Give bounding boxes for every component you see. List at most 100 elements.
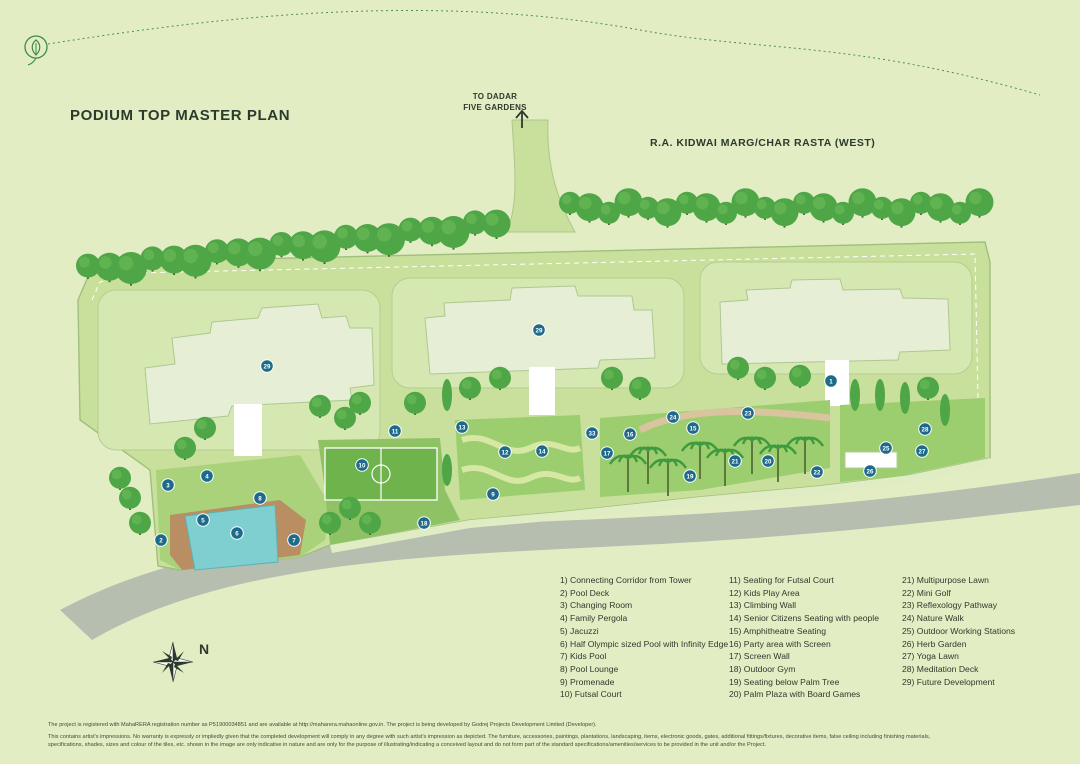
cypress-tree-icon	[442, 379, 452, 411]
amenity-marker-20: 20	[761, 454, 775, 468]
amenity-marker-7: 7	[287, 533, 301, 547]
tree-icon	[809, 193, 838, 223]
amenity-marker-9: 9	[486, 487, 500, 501]
tree-icon	[917, 376, 939, 400]
legend-item: 14) Senior Citizens Seating with people	[729, 613, 880, 624]
amenity-marker-label: 1	[829, 378, 833, 385]
leaf-icon	[24, 35, 48, 66]
legend-item: 26) Herb Garden	[902, 638, 967, 649]
tree-icon	[793, 191, 815, 215]
tree-icon	[459, 376, 481, 400]
tree-icon	[489, 366, 511, 390]
tree-icon	[109, 466, 131, 490]
amenity-marker-17: 17	[600, 446, 614, 460]
amenity-marker-label: 17	[604, 450, 611, 457]
legend-column-2: 11) Seating for Futsal Court 12) Kids Pl…	[729, 574, 879, 701]
amenity-marker-33: 33	[585, 426, 599, 440]
legend-item: 9) Promenade	[560, 676, 615, 687]
tree-icon	[205, 239, 229, 265]
legend-item: 15) Amphitheatre Seating	[729, 625, 826, 636]
amenity-marker-label: 19	[687, 473, 694, 480]
tree-icon	[715, 201, 737, 225]
approach-path	[505, 119, 576, 233]
amenity-marker-label: 21	[732, 458, 739, 465]
tree-icon	[598, 201, 620, 225]
tree-icon	[575, 193, 604, 223]
amenity-marker-label: 12	[502, 449, 509, 456]
legend-item: 28) Meditation Deck	[902, 663, 979, 674]
amenity-marker-5: 5	[196, 513, 210, 527]
disclaimer-line-2: This contains artist's impressions. No w…	[48, 734, 931, 740]
compass-rose-icon	[152, 641, 194, 683]
amenity-marker-12: 12	[498, 445, 512, 459]
tree-icon	[848, 188, 877, 218]
palm-tree-icon	[609, 454, 647, 492]
building-right	[719, 278, 951, 365]
legend-item: 12) Kids Play Area	[729, 587, 800, 598]
amenity-marker-19: 19	[683, 469, 697, 483]
amenity-marker-label: 13	[459, 424, 466, 431]
amenity-marker-label: 24	[670, 414, 677, 421]
road	[60, 473, 1080, 640]
tree-icon	[404, 391, 426, 415]
palm-tree-icon	[733, 436, 771, 474]
amenity-marker-label: 2	[159, 537, 163, 544]
tree-icon	[789, 364, 811, 388]
amenity-marker-label: 29	[536, 327, 543, 334]
tree-icon	[949, 201, 971, 225]
amenity-marker-label: 11	[392, 428, 399, 435]
legend-item: 13) Climbing Wall	[729, 600, 797, 611]
tree-icon	[115, 252, 147, 286]
cypress-tree-icon	[850, 379, 860, 411]
amenity-marker-label: 16	[627, 431, 634, 438]
tree-icon	[129, 511, 151, 535]
tree-icon	[269, 232, 294, 258]
tree-icon	[174, 436, 196, 460]
legend-item: 25) Outdoor Working Stations	[902, 625, 1016, 636]
amenity-marker-label: 5	[201, 517, 205, 524]
amenity-marker-26: 26	[863, 464, 877, 478]
tree-icon	[309, 394, 331, 418]
promenade	[330, 458, 990, 553]
tree-icon	[319, 511, 341, 535]
palm-tree-icon	[786, 436, 824, 474]
tree-icon	[965, 188, 994, 218]
tree-icon	[373, 223, 405, 257]
cypress-tree-icon	[900, 382, 910, 414]
tree-icon	[437, 216, 470, 250]
tree-icon	[349, 391, 371, 415]
amenity-marker-label: 10	[359, 462, 366, 469]
tree-icon	[359, 511, 381, 535]
legend-column-3: 21) Multipurpose Lawn 22) Mini Golf 23) …	[902, 574, 1015, 688]
palm-tree-icon	[629, 446, 667, 484]
amenity-marker-3: 3	[161, 478, 175, 492]
amenity-marker-22: 22	[810, 465, 824, 479]
legend-item: 21) Multipurpose Lawn	[902, 575, 989, 585]
amenity-marker-label: 25	[883, 445, 890, 452]
tree-icon	[179, 244, 212, 279]
amenity-marker-label: 29	[264, 363, 271, 370]
amenity-markers: 1234567891011121314151617181920212223242…	[154, 323, 932, 547]
cypress-tree-icon	[875, 379, 885, 411]
tree-icon	[76, 253, 100, 279]
disclaimer-line-3: specifications, shades, sizes and colour…	[48, 742, 766, 748]
amenity-marker-23: 23	[741, 406, 755, 420]
tree-icon	[334, 406, 356, 430]
building-left	[144, 303, 375, 425]
legend-item: 23) Reflexology Pathway	[902, 600, 998, 611]
tree-icon	[754, 196, 776, 220]
tree-icon	[140, 246, 165, 272]
tree-icon	[119, 486, 141, 510]
legend-item: 24) Nature Walk	[902, 613, 964, 624]
tree-icon	[871, 196, 893, 220]
amenity-marker-label: 27	[919, 448, 926, 455]
palm-tree-icon	[649, 458, 687, 496]
corridor-center	[529, 367, 555, 415]
tree-icon	[463, 210, 487, 236]
legend-item: 19) Seating below Palm Tree	[729, 676, 840, 687]
amenity-marker-4: 4	[200, 469, 214, 483]
tree-canopy	[76, 188, 994, 535]
tree-icon	[334, 224, 358, 250]
